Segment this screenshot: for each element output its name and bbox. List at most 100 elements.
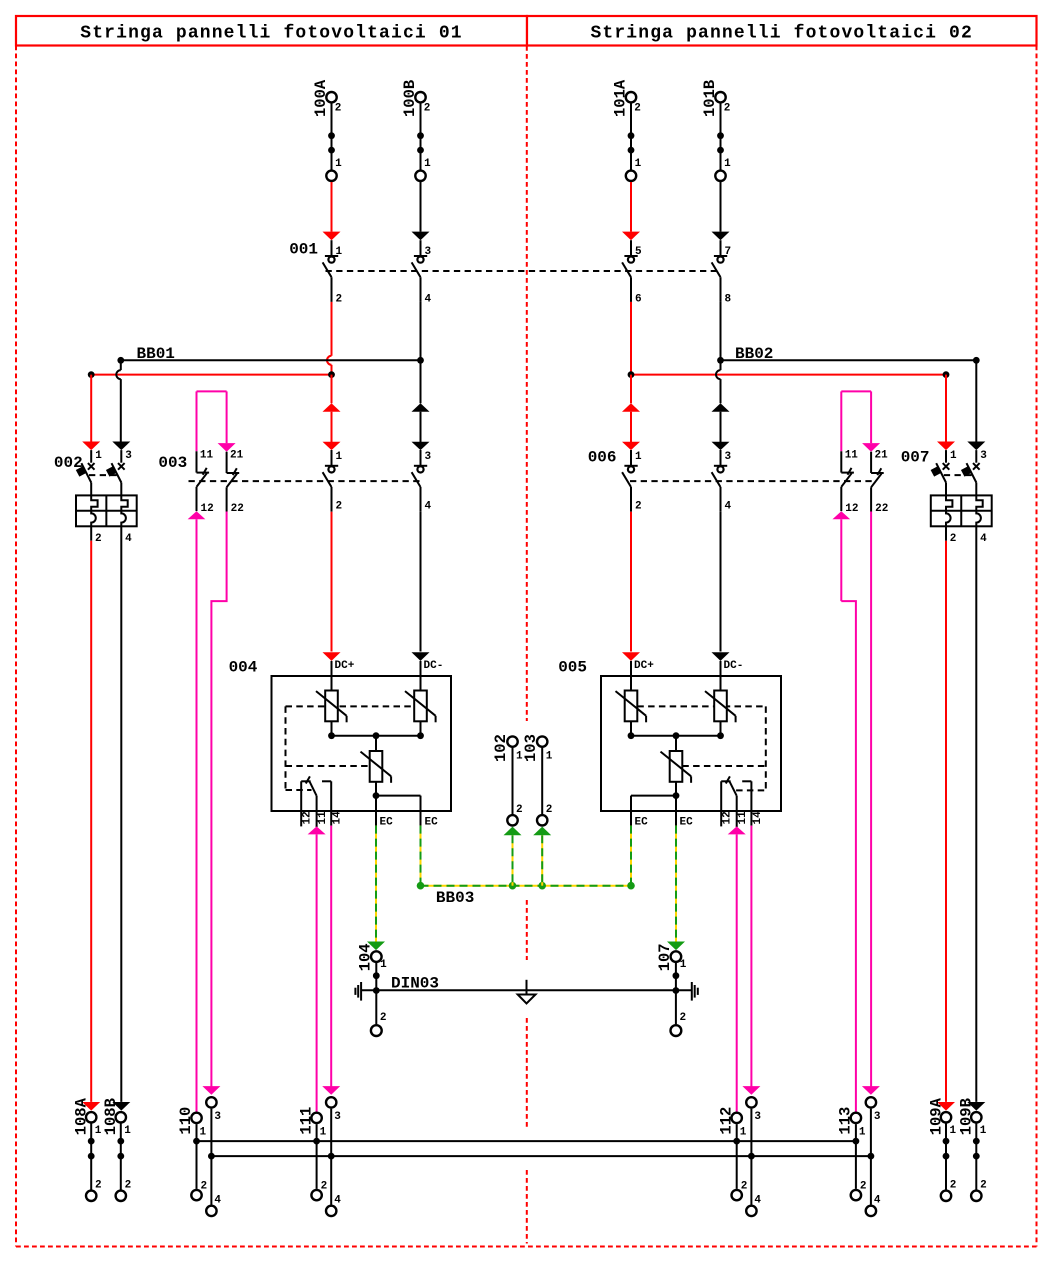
svg-text:2: 2 xyxy=(680,1012,687,1024)
svg-text:2: 2 xyxy=(950,1179,957,1191)
svg-text:109A: 109A xyxy=(927,1097,945,1135)
svg-text:005: 005 xyxy=(558,658,587,676)
svg-text:3: 3 xyxy=(874,1111,881,1123)
svg-text:1: 1 xyxy=(724,158,731,170)
svg-text:4: 4 xyxy=(125,533,132,545)
svg-text:1: 1 xyxy=(320,1127,327,1139)
svg-text:109B: 109B xyxy=(958,1098,976,1135)
svg-text:3: 3 xyxy=(334,1111,341,1123)
svg-text:1: 1 xyxy=(950,1125,957,1137)
svg-text:2: 2 xyxy=(336,501,343,513)
svg-text:DIN03: DIN03 xyxy=(391,975,439,993)
svg-text:3: 3 xyxy=(425,451,432,463)
svg-text:22: 22 xyxy=(875,503,888,515)
svg-text:BB02: BB02 xyxy=(735,345,773,363)
svg-text:5: 5 xyxy=(635,246,642,258)
svg-text:2: 2 xyxy=(95,533,102,545)
svg-text:101A: 101A xyxy=(611,79,629,117)
svg-text:103: 103 xyxy=(522,734,540,762)
svg-text:2: 2 xyxy=(201,1181,208,1193)
svg-text:2: 2 xyxy=(516,804,523,816)
svg-text:2: 2 xyxy=(980,1179,987,1191)
svg-text:3: 3 xyxy=(214,1111,221,1123)
svg-text:4: 4 xyxy=(725,501,732,513)
svg-text:DC-: DC- xyxy=(724,660,744,672)
svg-text:BB01: BB01 xyxy=(137,345,175,363)
svg-text:4: 4 xyxy=(874,1194,881,1206)
svg-text:22: 22 xyxy=(231,503,244,515)
svg-text:100B: 100B xyxy=(401,80,419,117)
svg-text:2: 2 xyxy=(424,103,431,115)
svg-text:1: 1 xyxy=(740,1127,747,1139)
svg-text:1: 1 xyxy=(336,451,343,463)
svg-text:2: 2 xyxy=(860,1181,867,1193)
svg-text:2: 2 xyxy=(950,533,957,545)
svg-text:1: 1 xyxy=(380,959,387,971)
svg-text:2: 2 xyxy=(125,1179,132,1191)
svg-text:1: 1 xyxy=(124,1125,131,1137)
svg-text:EC: EC xyxy=(380,817,394,829)
svg-text:001: 001 xyxy=(289,241,318,259)
svg-text:1: 1 xyxy=(635,158,642,170)
svg-text:EC: EC xyxy=(680,817,694,829)
svg-text:1: 1 xyxy=(335,158,342,170)
svg-text:7: 7 xyxy=(725,246,732,258)
svg-text:2: 2 xyxy=(321,1181,328,1193)
svg-text:1: 1 xyxy=(680,959,687,971)
svg-text:2: 2 xyxy=(634,103,641,115)
svg-text:007: 007 xyxy=(901,449,930,467)
svg-text:1: 1 xyxy=(980,1125,987,1137)
svg-text:1: 1 xyxy=(336,246,343,258)
svg-text:1: 1 xyxy=(859,1127,866,1139)
svg-text:004: 004 xyxy=(229,658,258,676)
svg-text:14: 14 xyxy=(752,811,764,825)
svg-text:EC: EC xyxy=(425,817,439,829)
svg-text:2: 2 xyxy=(546,804,553,816)
svg-text:1: 1 xyxy=(635,451,642,463)
svg-text:11: 11 xyxy=(317,811,329,825)
svg-text:108A: 108A xyxy=(73,1097,91,1135)
svg-text:002: 002 xyxy=(54,454,83,472)
svg-text:003: 003 xyxy=(158,454,187,472)
svg-text:BB03: BB03 xyxy=(436,889,474,907)
svg-text:2: 2 xyxy=(335,103,342,115)
svg-text:DC+: DC+ xyxy=(634,660,654,672)
svg-text:DC+: DC+ xyxy=(335,660,355,672)
svg-text:1: 1 xyxy=(95,1125,102,1137)
svg-text:11: 11 xyxy=(737,811,749,825)
svg-text:100A: 100A xyxy=(312,79,330,117)
svg-text:104: 104 xyxy=(357,943,375,971)
svg-text:3: 3 xyxy=(425,246,432,258)
svg-text:006: 006 xyxy=(588,449,617,467)
svg-text:2: 2 xyxy=(95,1179,102,1191)
svg-text:3: 3 xyxy=(980,450,987,462)
svg-text:4: 4 xyxy=(214,1194,221,1206)
svg-text:12: 12 xyxy=(845,503,858,515)
svg-text:2: 2 xyxy=(336,294,343,306)
svg-text:4: 4 xyxy=(425,501,432,513)
svg-text:12: 12 xyxy=(201,503,214,515)
svg-text:102: 102 xyxy=(492,734,510,762)
svg-text:11: 11 xyxy=(200,449,214,461)
svg-text:110: 110 xyxy=(177,1107,195,1135)
svg-text:1: 1 xyxy=(950,450,957,462)
svg-text:113: 113 xyxy=(837,1107,855,1135)
svg-text:2: 2 xyxy=(724,103,731,115)
svg-text:Stringa pannelli fotovoltaici: Stringa pannelli fotovoltaici 01 xyxy=(80,24,462,44)
svg-text:11: 11 xyxy=(845,449,859,461)
svg-text:3: 3 xyxy=(754,1111,761,1123)
svg-text:2: 2 xyxy=(741,1181,748,1193)
svg-text:112: 112 xyxy=(717,1107,735,1135)
svg-text:Stringa pannelli fotovoltaici: Stringa pannelli fotovoltaici 02 xyxy=(590,24,972,44)
svg-text:1: 1 xyxy=(424,158,431,170)
svg-text:DC-: DC- xyxy=(424,660,444,672)
svg-text:14: 14 xyxy=(332,811,344,825)
svg-text:8: 8 xyxy=(725,294,732,306)
svg-text:111: 111 xyxy=(297,1107,315,1135)
svg-text:2: 2 xyxy=(635,501,642,513)
svg-text:107: 107 xyxy=(656,943,674,971)
svg-text:1: 1 xyxy=(516,750,523,762)
svg-text:4: 4 xyxy=(754,1194,761,1206)
svg-text:3: 3 xyxy=(725,451,732,463)
svg-text:6: 6 xyxy=(635,294,642,306)
